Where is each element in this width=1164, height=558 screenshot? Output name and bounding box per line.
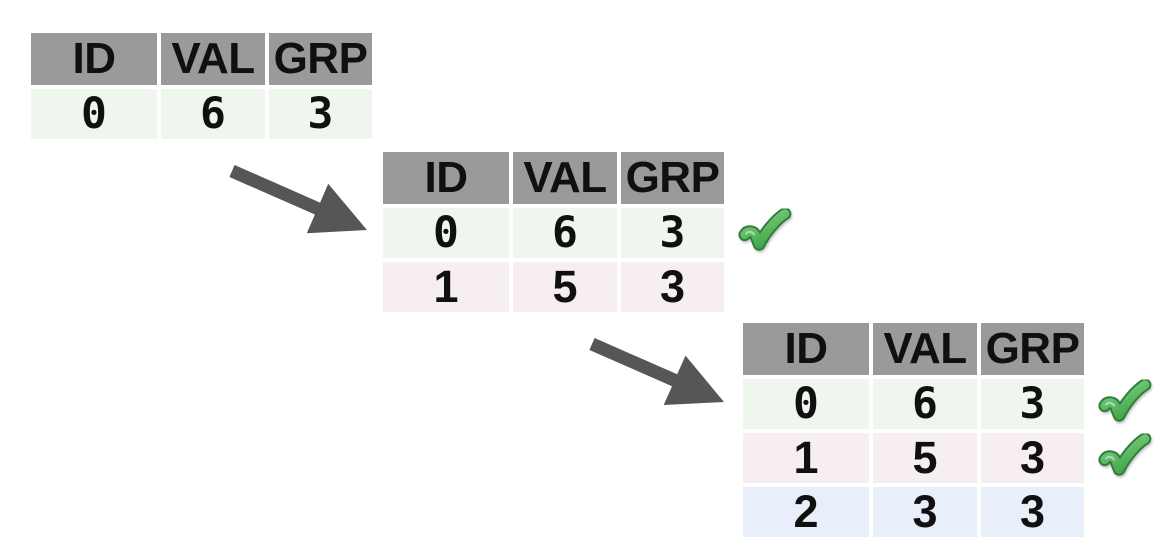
table-cell: 3 <box>981 486 1084 537</box>
checkmark-icon <box>736 209 792 258</box>
arrow-icon <box>589 338 724 405</box>
table-cell: 0 <box>31 89 157 139</box>
table-cell: 5 <box>873 432 977 483</box>
table-cell: 1 <box>383 261 509 312</box>
checkmark-icon <box>1096 380 1152 429</box>
column-header-val: VAL <box>513 152 617 204</box>
column-header-grp: GRP <box>621 152 724 204</box>
column-header-grp: GRP <box>269 33 372 85</box>
table-cell: 3 <box>981 432 1084 483</box>
table-cell: 3 <box>873 486 977 537</box>
table-cell: 1 <box>743 432 869 483</box>
table-cell: 0 <box>383 208 509 258</box>
table-cell: 2 <box>743 486 869 537</box>
table-cell: 0 <box>743 379 869 429</box>
column-header-id: ID <box>31 33 157 85</box>
table-cell: 5 <box>513 261 617 312</box>
table-cell: 6 <box>161 89 265 139</box>
checkmark-icon <box>1096 434 1152 483</box>
arrow-icon <box>229 165 367 234</box>
table-cell: 3 <box>621 261 724 312</box>
column-header-val: VAL <box>161 33 265 85</box>
column-header-id: ID <box>383 152 509 204</box>
table-cell: 3 <box>269 89 372 139</box>
column-header-val: VAL <box>873 323 977 375</box>
table-cell: 3 <box>981 379 1084 429</box>
column-header-grp: GRP <box>981 323 1084 375</box>
column-header-id: ID <box>743 323 869 375</box>
table-cell: 6 <box>873 379 977 429</box>
table-cell: 6 <box>513 208 617 258</box>
table-cell: 3 <box>621 208 724 258</box>
